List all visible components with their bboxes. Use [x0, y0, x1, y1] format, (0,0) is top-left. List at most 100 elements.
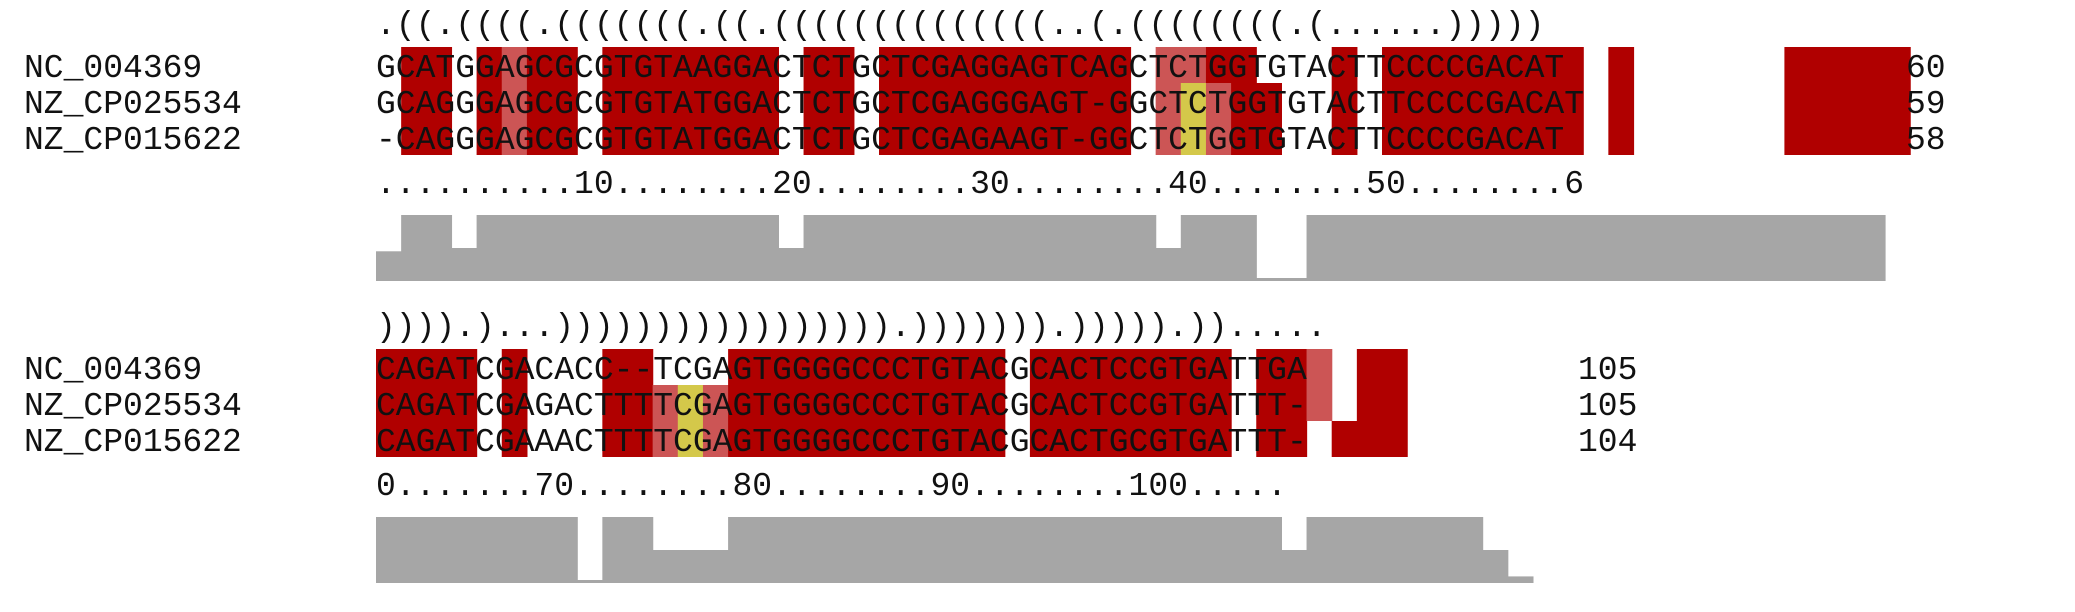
shading-cell [526, 119, 553, 155]
shading-cell [1859, 47, 1886, 83]
shading-cell [652, 385, 679, 421]
conservation-bar [1432, 215, 1459, 281]
shading-cell [1080, 47, 1106, 83]
shading-cell [1885, 83, 1911, 119]
conservation-bar [1507, 215, 1534, 281]
shading-cell [728, 119, 754, 155]
shading-cell [929, 119, 956, 155]
shading-cell [1382, 421, 1408, 457]
conservation-bar [1407, 517, 1433, 583]
shading-cell [451, 385, 478, 421]
shading-cell [1080, 349, 1106, 385]
shading-cell [401, 421, 427, 457]
shading-cell [602, 47, 629, 83]
conservation-bar [1256, 278, 1282, 281]
shading-cell [1029, 421, 1056, 457]
shading-cell [1105, 349, 1132, 385]
shading-cell [979, 83, 1006, 119]
conservation-bar [652, 550, 679, 583]
shading-cell [426, 119, 453, 155]
conservation-bar [401, 517, 427, 583]
shading-cell [828, 349, 855, 385]
shading-cell [702, 47, 729, 83]
sequence-name: NZ_CP015622 [24, 424, 242, 461]
shading-cell [1457, 119, 1484, 155]
conservation-bar [602, 215, 629, 281]
conservation-bar [376, 517, 402, 583]
conservation-bar [1306, 215, 1333, 281]
shading-cell [1155, 421, 1182, 457]
shading-cell [376, 349, 402, 385]
shading-cell [1155, 119, 1182, 155]
conservation-bar [1382, 517, 1408, 583]
conservation-bar [828, 215, 855, 281]
shading-cell [1331, 119, 1358, 155]
shading-cell [1482, 83, 1509, 119]
shading-cell [1055, 83, 1081, 119]
shading-cell [1256, 421, 1282, 457]
shading-cell [652, 83, 679, 119]
shading-cell [803, 385, 830, 421]
shading-cell [929, 349, 956, 385]
shading-cell [1180, 421, 1207, 457]
shading-cell [879, 83, 905, 119]
conservation-bar [677, 215, 704, 281]
conservation-bar [627, 517, 654, 583]
shading-cell [1608, 119, 1635, 155]
shading-cell [1205, 385, 1232, 421]
shading-cell [1180, 83, 1207, 119]
shading-cell [401, 119, 427, 155]
conservation-bar [803, 215, 830, 281]
shading-cell [904, 83, 930, 119]
shading-cell [954, 119, 981, 155]
shading-cell [954, 421, 981, 457]
shading-cell [1180, 349, 1207, 385]
shading-cell [1281, 349, 1308, 385]
sequence-residues: GCATGGAGCGCGTGTAAGGACTCTGCTCGAGGAGTCAGCT… [376, 50, 1564, 87]
conservation-bar [1734, 215, 1760, 281]
shading-cell [828, 421, 855, 457]
conservation-bar [627, 215, 654, 281]
conservation-bar [1004, 517, 1031, 583]
shading-cell [1834, 47, 1861, 83]
sequence-residues: CAGATCGAGACTTTTCGAGTGGGGCCCTGTACGCACTCCG… [376, 388, 1307, 425]
conservation-bar [1331, 215, 1358, 281]
shading-cell [1004, 119, 1031, 155]
shading-cell [1256, 119, 1282, 155]
conservation-bar [451, 517, 478, 583]
conservation-bar [476, 215, 503, 281]
alignment-block-2: )))).)...))))))))))))))))).))))))).)))))… [24, 309, 1637, 583]
conservation-bar [1834, 215, 1861, 281]
shading-cell [1155, 47, 1182, 83]
conservation-bar [1029, 215, 1056, 281]
sequence-end-position: 58 [1906, 122, 1946, 159]
shading-cell [602, 349, 629, 385]
shading-cell [904, 385, 930, 421]
conservation-bar [1306, 517, 1333, 583]
sequence-residues: -CAGGGAGCGCGTGTATGGACTCTGCTCGAGAAGT-GGCT… [376, 122, 1564, 159]
shading-cell [1205, 47, 1232, 83]
conservation-bar [828, 517, 855, 583]
shading-cell [753, 47, 779, 83]
conservation-bar [501, 215, 528, 281]
conservation-bar [1080, 517, 1106, 583]
shading-cell [1859, 119, 1886, 155]
shading-cell [1382, 349, 1408, 385]
shading-cell [1205, 119, 1232, 155]
shading-cell [677, 421, 704, 457]
conservation-bar [1105, 215, 1132, 281]
shading-cell [451, 349, 478, 385]
conservation-bar [1281, 550, 1308, 583]
shading-cell [552, 83, 578, 119]
shading-cell [1859, 83, 1886, 119]
conservation-bar [1356, 215, 1383, 281]
shading-cell [602, 119, 629, 155]
shading-cell [476, 47, 503, 83]
shading-cell [1382, 83, 1408, 119]
conservation-bar [1608, 215, 1635, 281]
sequence-residues: CAGATCGACACC--TCGAGTGGGGCCCTGTACGCACTCCG… [376, 352, 1307, 389]
shading-cell [828, 119, 855, 155]
shading-cell [1532, 83, 1559, 119]
sequence-name: NC_004369 [24, 352, 202, 389]
conservation-bar [1281, 278, 1308, 281]
